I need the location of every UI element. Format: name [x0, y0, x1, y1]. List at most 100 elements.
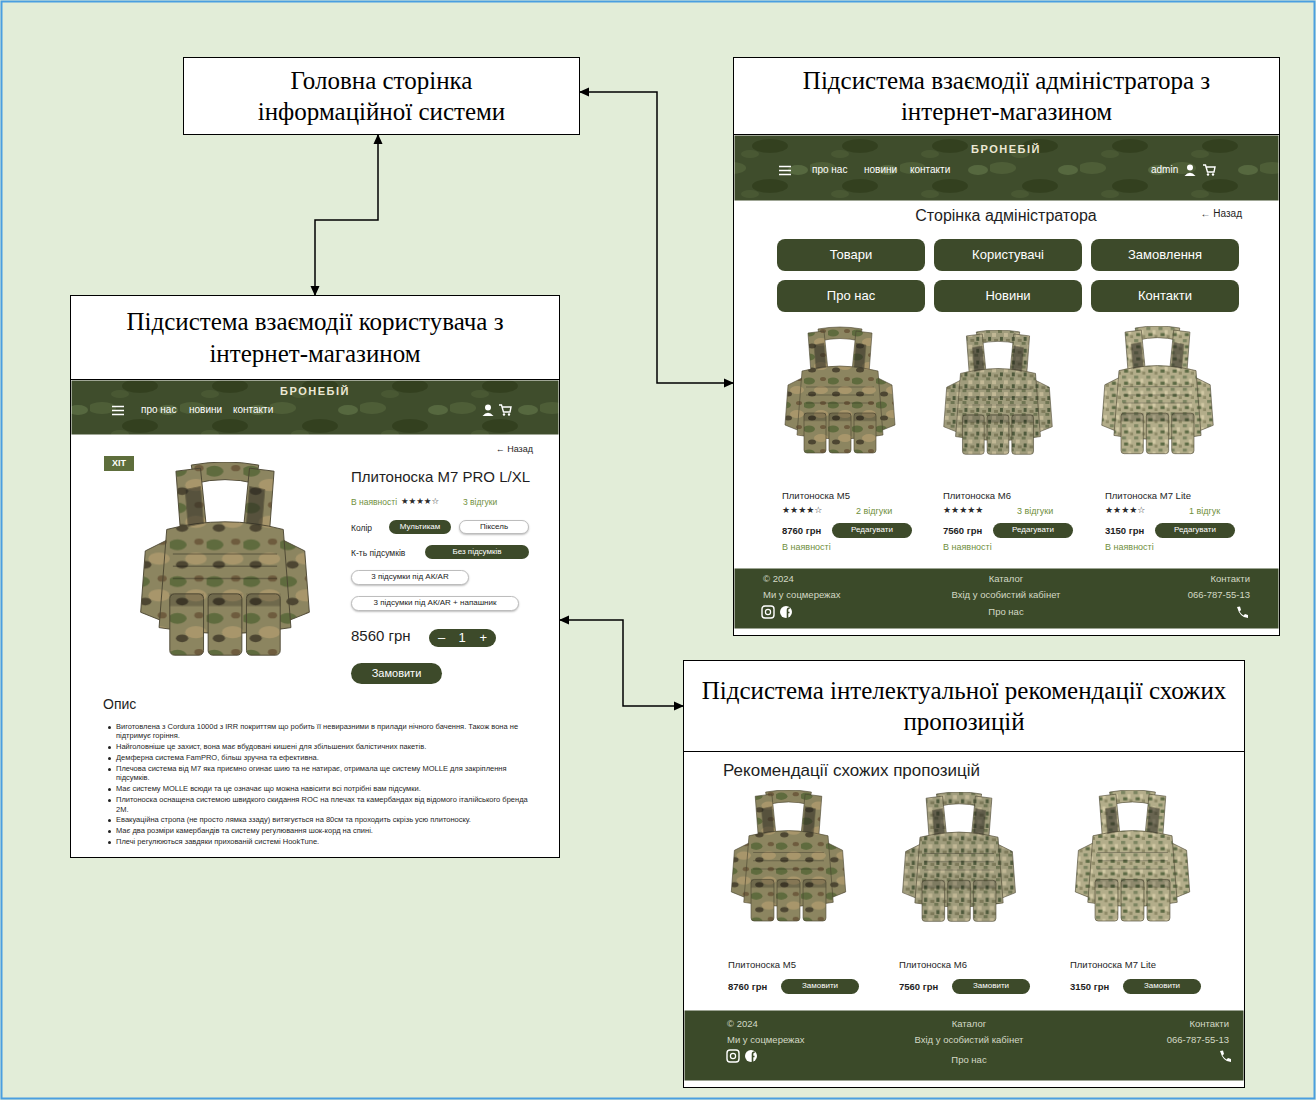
- text-slot: Плитоноска M7 PRO L/XL: [351, 468, 530, 486]
- box-title: Головна сторінка інформаційної системи: [232, 65, 532, 128]
- text-slot: Ми у соцмережах: [727, 1034, 805, 1045]
- text-slot: Колір: [351, 523, 372, 533]
- text-slot: про нас: [812, 164, 847, 176]
- art-shape: [503, 413, 505, 415]
- screen-text: Плитоноска M6: [899, 959, 967, 970]
- screen-text: Плитоноска M5: [728, 959, 796, 970]
- site-bar: БРОНЕБІЙпро насновиниконтактиadmin: [734, 135, 1278, 200]
- text-slot: ★★★★★: [943, 505, 983, 516]
- quantity-text: +: [479, 630, 487, 646]
- text-slot: Евакуаційна стропа (не просто лямка ззад…: [116, 815, 536, 824]
- rating-stars: ★★★★☆: [1105, 505, 1145, 516]
- button: Користувачі: [934, 239, 1082, 271]
- bullet-dot: [108, 726, 111, 729]
- description-item: Плечова система від M7 яка приємно огина…: [116, 764, 536, 783]
- text-slot: © 2024: [763, 573, 794, 584]
- art-shape: [483, 413, 494, 416]
- button-label: Редагувати: [1174, 526, 1216, 535]
- text-slot: 8760 грн: [782, 525, 821, 536]
- bar-text: 066-787-55-13: [1188, 589, 1250, 600]
- bullet-dot: [108, 799, 111, 802]
- text-slot: Найголовніше це захист, вона має вбудова…: [116, 742, 536, 751]
- header-camo: [72, 381, 559, 435]
- user-icon: [483, 405, 494, 417]
- art-shape: [508, 413, 510, 415]
- site-bar: © 2024Ми у соцмережахКаталогВхід у особи…: [734, 568, 1278, 628]
- text-slot: 3150 грн: [1105, 525, 1144, 536]
- rating-stars: ★★★★☆: [401, 496, 439, 506]
- button-label: Товари: [830, 248, 873, 262]
- vest-image: [903, 792, 1016, 921]
- text-slot: Плечова система від M7 яка приємно огина…: [116, 764, 536, 783]
- button: Про нас: [777, 280, 925, 312]
- text-slot: Плечі регулюються завдяки прихованій сис…: [116, 837, 536, 846]
- text-slot: Сторінка адміністратора: [915, 206, 1096, 225]
- text-slot: 2 відгуки: [856, 506, 892, 517]
- text-slot: Плитоноска M6: [899, 959, 967, 970]
- description-item: Має систему MOLLE всюди та це означає що…: [116, 784, 536, 793]
- screen-text: ← Назад: [496, 444, 533, 455]
- text-slot: В наявності: [351, 497, 397, 507]
- description-item: Евакуаційна стропа (не просто лямка ззад…: [116, 815, 536, 824]
- hit-badge: ХІТ: [104, 456, 134, 471]
- button: Без підсумків: [425, 545, 529, 559]
- text-slot: про нас: [141, 404, 176, 416]
- art-shape: [762, 606, 774, 618]
- text-slot: 7560 грн: [943, 525, 982, 536]
- vest-image: [1075, 790, 1189, 921]
- quantity-control: –1+: [429, 629, 496, 647]
- bar-text: Контакти: [1210, 573, 1250, 584]
- text-slot: БРОНЕБІЙ: [280, 385, 350, 398]
- option-pill: Піксель: [459, 520, 529, 534]
- text-slot: Каталог: [989, 573, 1024, 584]
- cart-icon: [499, 405, 511, 416]
- option-label: 3 підсумки під АК/AR: [371, 573, 448, 582]
- art-shape: [499, 405, 511, 412]
- description-item: Плитоноска оснащена системою швидкого ск…: [116, 795, 536, 814]
- screen-text: В наявності: [351, 497, 397, 507]
- bar-text: про нас: [141, 404, 176, 416]
- text-slot: В наявності: [1105, 542, 1154, 553]
- bullet-dot: [108, 819, 111, 822]
- vest-image: [731, 790, 845, 921]
- bidirectional-arrow: [560, 620, 683, 706]
- option-pill: 3 підсумки під АК/AR + напашник: [351, 596, 519, 611]
- description-item: Виготовлена з Cordura 1000d з IRR покрит…: [116, 722, 536, 741]
- text-slot: ★★★★☆: [1105, 505, 1145, 516]
- screen-text: Плитоноска M7 Lite: [1105, 490, 1191, 501]
- text-slot: Вхід у особистий кабінет: [915, 1034, 1024, 1045]
- text-slot: Плитоноска M5: [782, 490, 850, 501]
- screen-text: 8760 грн: [728, 981, 767, 992]
- text-slot: Про нас: [951, 1054, 986, 1065]
- button-label: Про нас: [827, 289, 875, 303]
- description-item: Має два розміри камербандів та систему р…: [116, 826, 536, 835]
- text-slot: В наявності: [782, 542, 831, 553]
- button: Редагувати: [832, 523, 912, 538]
- button-label: Редагувати: [851, 526, 893, 535]
- text-slot: 3 відгуки: [1017, 506, 1053, 517]
- text-slot: Має систему MOLLE всюди та це означає що…: [116, 784, 536, 793]
- bar-text: Каталог: [952, 1018, 987, 1029]
- vest-image: [944, 330, 1053, 454]
- bar-text: про нас: [812, 164, 847, 176]
- bar-text: Каталог: [989, 573, 1024, 584]
- bar-text: Вхід у особистий кабінет: [952, 589, 1061, 600]
- bar-text: © 2024: [727, 1018, 758, 1029]
- subsystem-title: Підсистема інтелектуальної рекомендації …: [684, 661, 1244, 752]
- art-shape: [1185, 173, 1196, 176]
- option-pill: 3 підсумки під АК/AR: [351, 570, 469, 585]
- bar-text: Про нас: [951, 1054, 986, 1065]
- user-icon: [1185, 165, 1196, 177]
- text-slot: Контакти: [1210, 573, 1250, 584]
- button: Замовити: [952, 979, 1030, 994]
- bar-text: Контакти: [1189, 1018, 1229, 1029]
- button: Замовити: [351, 663, 442, 684]
- screen-text: В наявності: [943, 542, 992, 553]
- rating-stars: ★★★★★: [943, 505, 983, 516]
- description-item: Найголовніше це захист, вона має вбудова…: [116, 742, 536, 751]
- text-slot: Рекомендації схожих пропозицій: [723, 761, 980, 781]
- description-item: Демферна система FamPRO, більш зручна та…: [116, 753, 536, 762]
- text-slot: контакти: [233, 404, 273, 416]
- text-slot: Плитоноска M5: [728, 959, 796, 970]
- bar-text: БРОНЕБІЙ: [280, 385, 350, 398]
